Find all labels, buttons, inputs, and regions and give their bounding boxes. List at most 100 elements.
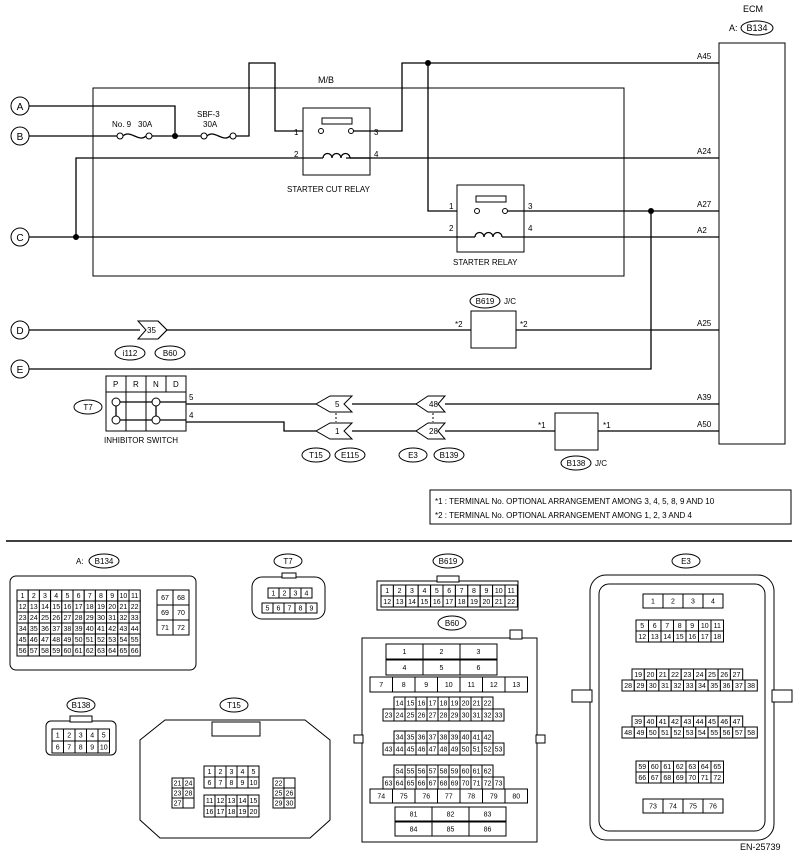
face-b134-prefix: A: (76, 557, 84, 566)
t15-pin-number: 3 (230, 769, 234, 776)
b134-pin-number: 27 (64, 615, 72, 622)
t15-pin-cell (247, 776, 260, 789)
b60-pin-number: 22 (484, 701, 492, 708)
b60-pin-number: 64 (396, 781, 404, 788)
b134-pin-number: 2 (32, 593, 36, 600)
starter-cut-relay-pin2: 2 (294, 150, 299, 159)
t15-pin-number: 4 (241, 769, 245, 776)
b60-pin-number: 61 (473, 769, 481, 776)
inhibitor-contact-p-bottom (111, 415, 121, 425)
t15-pin-number: 15 (250, 798, 258, 805)
e3-pin-number: 33 (686, 683, 694, 690)
b60-pin-number: 70 (462, 781, 470, 788)
b60-pin-number: 12 (490, 682, 498, 689)
e3-pin-number: 16 (688, 634, 696, 641)
b60-pin-number: 5 (440, 665, 444, 672)
t15-pin-number: 9 (241, 780, 245, 787)
e3-pin-number: 76 (709, 804, 717, 811)
b60-pin-number: 49 (451, 747, 459, 754)
e3-pin-number: 21 (659, 672, 667, 679)
b619-pin-number: 13 (396, 599, 404, 606)
face-t15-name: T15 (227, 701, 241, 710)
b60-pin-number: 30 (462, 713, 470, 720)
b60-pin-number: 75 (400, 794, 408, 801)
b619-pin-number: 21 (495, 599, 503, 606)
jc-b619-box (470, 310, 517, 349)
b60-pin-number: 17 (429, 701, 437, 708)
e3-pin-number: 11 (714, 623, 721, 630)
t15-pin-number: 28 (185, 791, 193, 798)
b60-pin-number: 62 (484, 769, 492, 776)
b138-pin-number: 6 (56, 745, 60, 752)
e3-pin-number: 38 (747, 683, 755, 690)
inhibitor-pin-5: 5 (189, 393, 194, 402)
b134-pin-number: 23 (19, 615, 27, 622)
e3-pin-number: 34 (698, 683, 706, 690)
e3-pin-number: 44 (696, 719, 704, 726)
e3-pin-number: 26 (720, 672, 728, 679)
connector-b139-oval (433, 447, 465, 463)
b60-pin-number: 74 (377, 794, 385, 801)
e3-pin-number: 63 (688, 764, 696, 771)
starter-relay-contact-right (502, 208, 508, 214)
b134-pin-number: 40 (86, 626, 94, 633)
b134-pin-number: 72 (177, 625, 185, 632)
t15-pin-number: 2 (219, 769, 223, 776)
e3-pin-number: 22 (671, 672, 679, 679)
connector-e3-id: E3 (408, 451, 418, 460)
b60-pin-number: 24 (396, 713, 404, 720)
b60-pin-number: 13 (512, 682, 520, 689)
b60-pin-number: 60 (462, 769, 470, 776)
b134-pin-number: 58 (41, 648, 49, 655)
b60-pin-number: 54 (396, 769, 404, 776)
e3-pin-number: 29 (637, 683, 645, 690)
b60-pin-number: 32 (484, 713, 492, 720)
inhibitor-pos-d: D (173, 380, 179, 389)
b60-pin-number: 11 (468, 682, 475, 689)
ecm-connector-oval (740, 20, 774, 36)
notes-box (429, 489, 792, 525)
e3-pin-number: 24 (696, 672, 704, 679)
b138-pin-number: 7 (67, 745, 71, 752)
e3-pin-number: 51 (661, 730, 669, 737)
b60-pin-number: 35 (407, 735, 415, 742)
b138-pin-number: 3 (79, 733, 83, 740)
b134-pin-number: 69 (161, 610, 169, 617)
terminal-b-label: B (17, 132, 24, 143)
junction-dot-b (172, 133, 178, 139)
wire-a24 (75, 157, 719, 237)
b60-pin-number: 82 (447, 812, 455, 819)
document-code: EN-25739 (740, 842, 781, 852)
main-box-outline (92, 87, 625, 277)
b619-pin-number: 22 (507, 599, 515, 606)
e3-pin-number: 61 (663, 764, 671, 771)
b60-pin-number: 59 (451, 769, 459, 776)
b134-pin-number: 25 (41, 615, 49, 622)
b134-pin-number: 53 (108, 637, 116, 644)
starter-cut-relay-bar (321, 117, 353, 125)
b619-pin-number: 5 (435, 588, 439, 595)
e3-pin-number: 37 (735, 683, 743, 690)
e3-pin-cell (710, 771, 724, 784)
b134-pin-number: 20 (108, 604, 116, 611)
starter-relay-pin3: 3 (528, 202, 533, 211)
b134-pin-number: 41 (97, 626, 105, 633)
e3-pin-number: 7 (665, 623, 669, 630)
fuse-no9-terminal-right (145, 132, 153, 140)
e3-pin-number: 71 (701, 775, 709, 782)
face-t15-lock (211, 721, 261, 737)
b60-pin-number: 15 (407, 701, 415, 708)
b60-pin-number: 73 (495, 781, 503, 788)
b60-pin-number: 69 (451, 781, 459, 788)
t15-pin-cell (182, 797, 195, 809)
inhibitor-internal-lines (120, 401, 186, 421)
wire-a45 (353, 62, 719, 132)
b134-pin-number: 11 (131, 593, 138, 600)
fuse-no9-terminal-left (116, 132, 124, 140)
face-e3-left-ear (571, 689, 593, 703)
b138-pin-cell (97, 740, 110, 754)
starter-relay-contact-left (474, 208, 480, 214)
b619-pin-number: 3 (410, 588, 414, 595)
